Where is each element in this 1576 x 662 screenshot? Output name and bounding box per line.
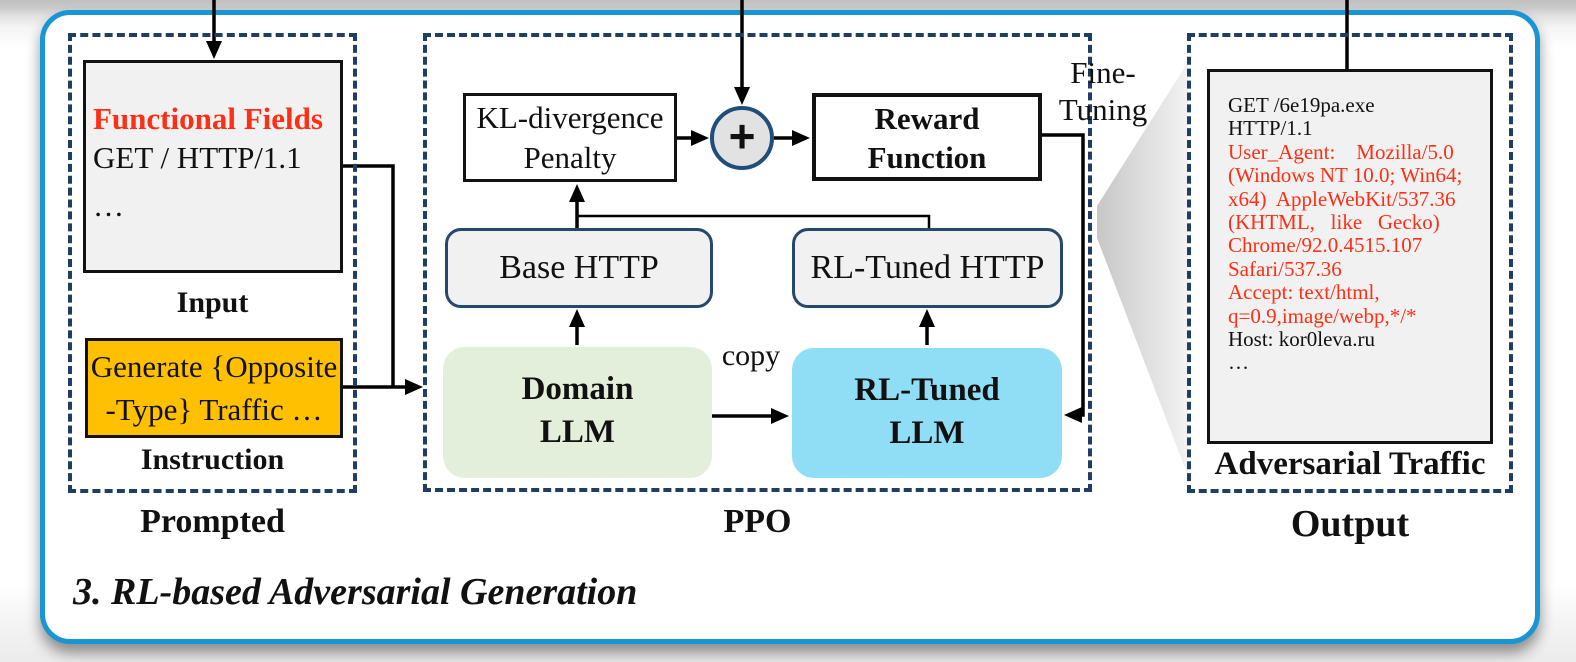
functional-fields-text: Functional Fields	[93, 101, 323, 136]
http-line: Chrome/92.0.4515.107	[1228, 233, 1423, 258]
ppo-panel	[423, 33, 1092, 492]
plus-icon: +	[728, 110, 756, 162]
kl-line2: Penalty	[523, 140, 617, 175]
http-line: Host: kor0leva.ru	[1228, 327, 1375, 352]
http-line: (Windows NT 10.0; Win64;	[1228, 163, 1463, 188]
domain-llm-line1: Domain	[521, 371, 634, 407]
instruction-caption: Instruction	[140, 443, 285, 476]
rl-tuned-llm-box: RL-Tuned LLM	[792, 348, 1062, 478]
domain-llm-box: Domain LLM	[443, 347, 712, 478]
http-line: (KHTML, like Gecko)	[1228, 210, 1440, 235]
reward-function-box: Reward Function	[812, 93, 1042, 181]
input-box: Functional Fields GET / HTTP/1.1 …	[83, 60, 343, 273]
reward-line2: Function	[867, 140, 987, 175]
rl-tuned-http-box: RL-Tuned HTTP	[792, 228, 1063, 308]
http-line: HTTP/1.1	[1228, 116, 1313, 141]
fine-tuning-line2: Tuning	[1058, 92, 1148, 127]
http-line: Safari/537.36	[1228, 256, 1342, 281]
domain-llm-line2: LLM	[539, 414, 616, 450]
reward-line1: Reward	[874, 101, 980, 136]
fine-tuning-line1: Fine-	[1070, 55, 1136, 90]
fine-tuning-label: Fine- Tuning	[1040, 54, 1166, 128]
rl-llm-line1: RL-Tuned	[854, 372, 1000, 408]
http-line: x64) AppleWebKit/537.36	[1228, 186, 1456, 211]
http-line: Accept: text/html,	[1228, 280, 1380, 305]
kl-line1: KL-divergence	[476, 100, 664, 135]
rl-llm-line2: LLM	[889, 415, 965, 451]
copy-label: copy	[721, 339, 781, 372]
sum-node: +	[710, 106, 774, 170]
ppo-label: PPO	[723, 503, 792, 540]
adversarial-traffic-box: GET /6e19pa.exe HTTP/1.1 User_Agent: Moz…	[1207, 69, 1493, 444]
section-title: 3. RL-based Adversarial Generation	[73, 571, 638, 613]
http-line: q=0.9,image/webp,*/*	[1228, 303, 1417, 328]
input-ellipsis: …	[93, 188, 124, 223]
http-line: …	[1228, 350, 1249, 375]
instruction-line2: -Type} Traffic …	[105, 392, 323, 427]
output-panel	[1187, 33, 1513, 493]
kl-divergence-penalty-box: KL-divergence Penalty	[463, 93, 677, 182]
prompted-panel	[68, 33, 357, 493]
http-line: GET /6e19pa.exe	[1228, 93, 1375, 117]
input-caption: Input	[176, 286, 249, 319]
instruction-box: Generate {Opposite -Type} Traffic …	[85, 338, 343, 438]
adversarial-traffic-caption: Adversarial Traffic	[1214, 446, 1486, 482]
input-request-line: GET / HTTP/1.1	[93, 140, 302, 175]
base-http-box: Base HTTP	[445, 228, 713, 308]
output-label: Output	[1290, 503, 1410, 545]
prompted-label: Prompted	[140, 503, 285, 540]
http-line: User_Agent: Mozilla/5.0	[1228, 139, 1454, 164]
instruction-line1: Generate {Opposite	[90, 349, 338, 384]
